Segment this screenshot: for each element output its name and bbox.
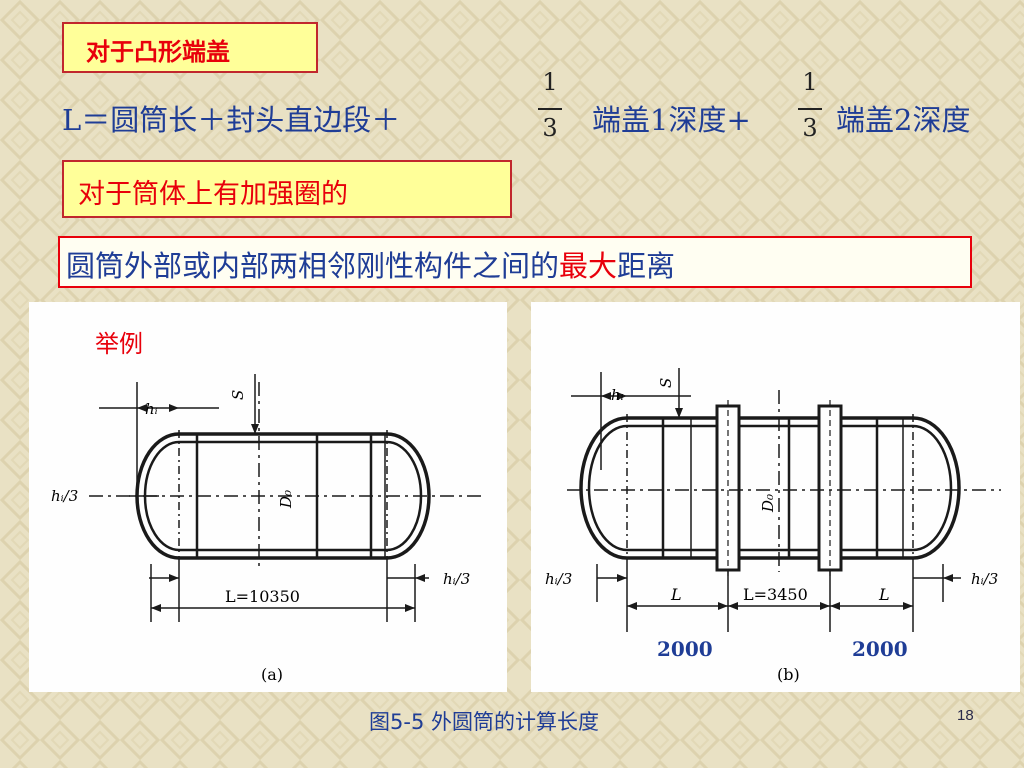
formula-lhs: L＝圆筒长＋封头直边段＋ [62,103,401,137]
figure-a-panel: hᵢ S D₀ hᵢ/3 hᵢ/3 L=10350 (a) [29,302,507,692]
figure-caption: 图5-5 外圆筒的计算长度 [369,710,599,734]
fraction-denominator: 3 [802,114,818,142]
definition-post: 距离 [617,249,676,283]
stiffening-ring-label: 对于筒体上有加强圈的 [62,160,512,218]
fig-b-l-left-label: L [670,585,682,604]
formula-term-head1: 端盖1深度+ [592,103,751,137]
fig-b-tag: (b) [777,665,800,684]
fig-a-hi3-left-label: hᵢ/3 [51,487,78,505]
example-label: 举例 [95,330,143,358]
fig-b-do-label: D₀ [759,494,777,513]
dimension-2000-right: 2000 [852,637,908,661]
length-formula: L＝圆筒长＋封头直边段＋ 1 3 端盖1深度+ 1 3 端盖2深度 [62,68,1012,152]
fraction-numerator: 1 [542,68,558,96]
fig-a-s-label: S [229,390,247,400]
fraction-bar [798,108,822,110]
fraction-one-third-b: 1 3 [792,68,828,152]
fig-b-l-right-label: L [878,585,890,604]
fig-b-hi-label: hᵢ [611,386,624,404]
fig-a-length-label: L=10350 [225,587,300,606]
fraction-denominator: 3 [542,114,558,142]
definition-pre: 圆筒外部或内部两相邻刚性构件之间的 [66,249,560,283]
convex-head-label: 对于凸形端盖 [62,22,318,73]
fraction-one-third-a: 1 3 [532,68,568,152]
figure-a-drawing: hᵢ S D₀ hᵢ/3 hᵢ/3 L=10350 (a) [51,374,485,684]
fig-b-hi3-right-label: hᵢ/3 [971,570,998,588]
definition-highlight: 最大 [559,249,618,283]
fig-a-tag: (a) [261,665,283,684]
fig-b-hi3-left-label: hᵢ/3 [545,570,572,588]
fig-b-length-label: L=3450 [743,585,808,604]
fig-a-hi-label: hᵢ [145,400,158,418]
definition-box: 圆筒外部或内部两相邻刚性构件之间的最大距离 [58,236,972,288]
formula-term-head2: 端盖2深度 [836,103,971,137]
fraction-numerator: 1 [802,68,818,96]
fraction-bar [538,108,562,110]
page-number: 18 [957,707,974,724]
figure-b-panel: hᵢ S D₀ hᵢ/3 hᵢ/3 L L=3450 L (b) [531,302,1020,692]
fig-b-s-label: S [657,378,675,388]
figure-b-drawing: hᵢ S D₀ hᵢ/3 hᵢ/3 L L=3450 L (b) [545,368,1001,684]
dimension-2000-left: 2000 [657,637,713,661]
fig-a-hi3-right-label: hᵢ/3 [443,570,470,588]
fig-a-do-label: D₀ [277,490,295,509]
